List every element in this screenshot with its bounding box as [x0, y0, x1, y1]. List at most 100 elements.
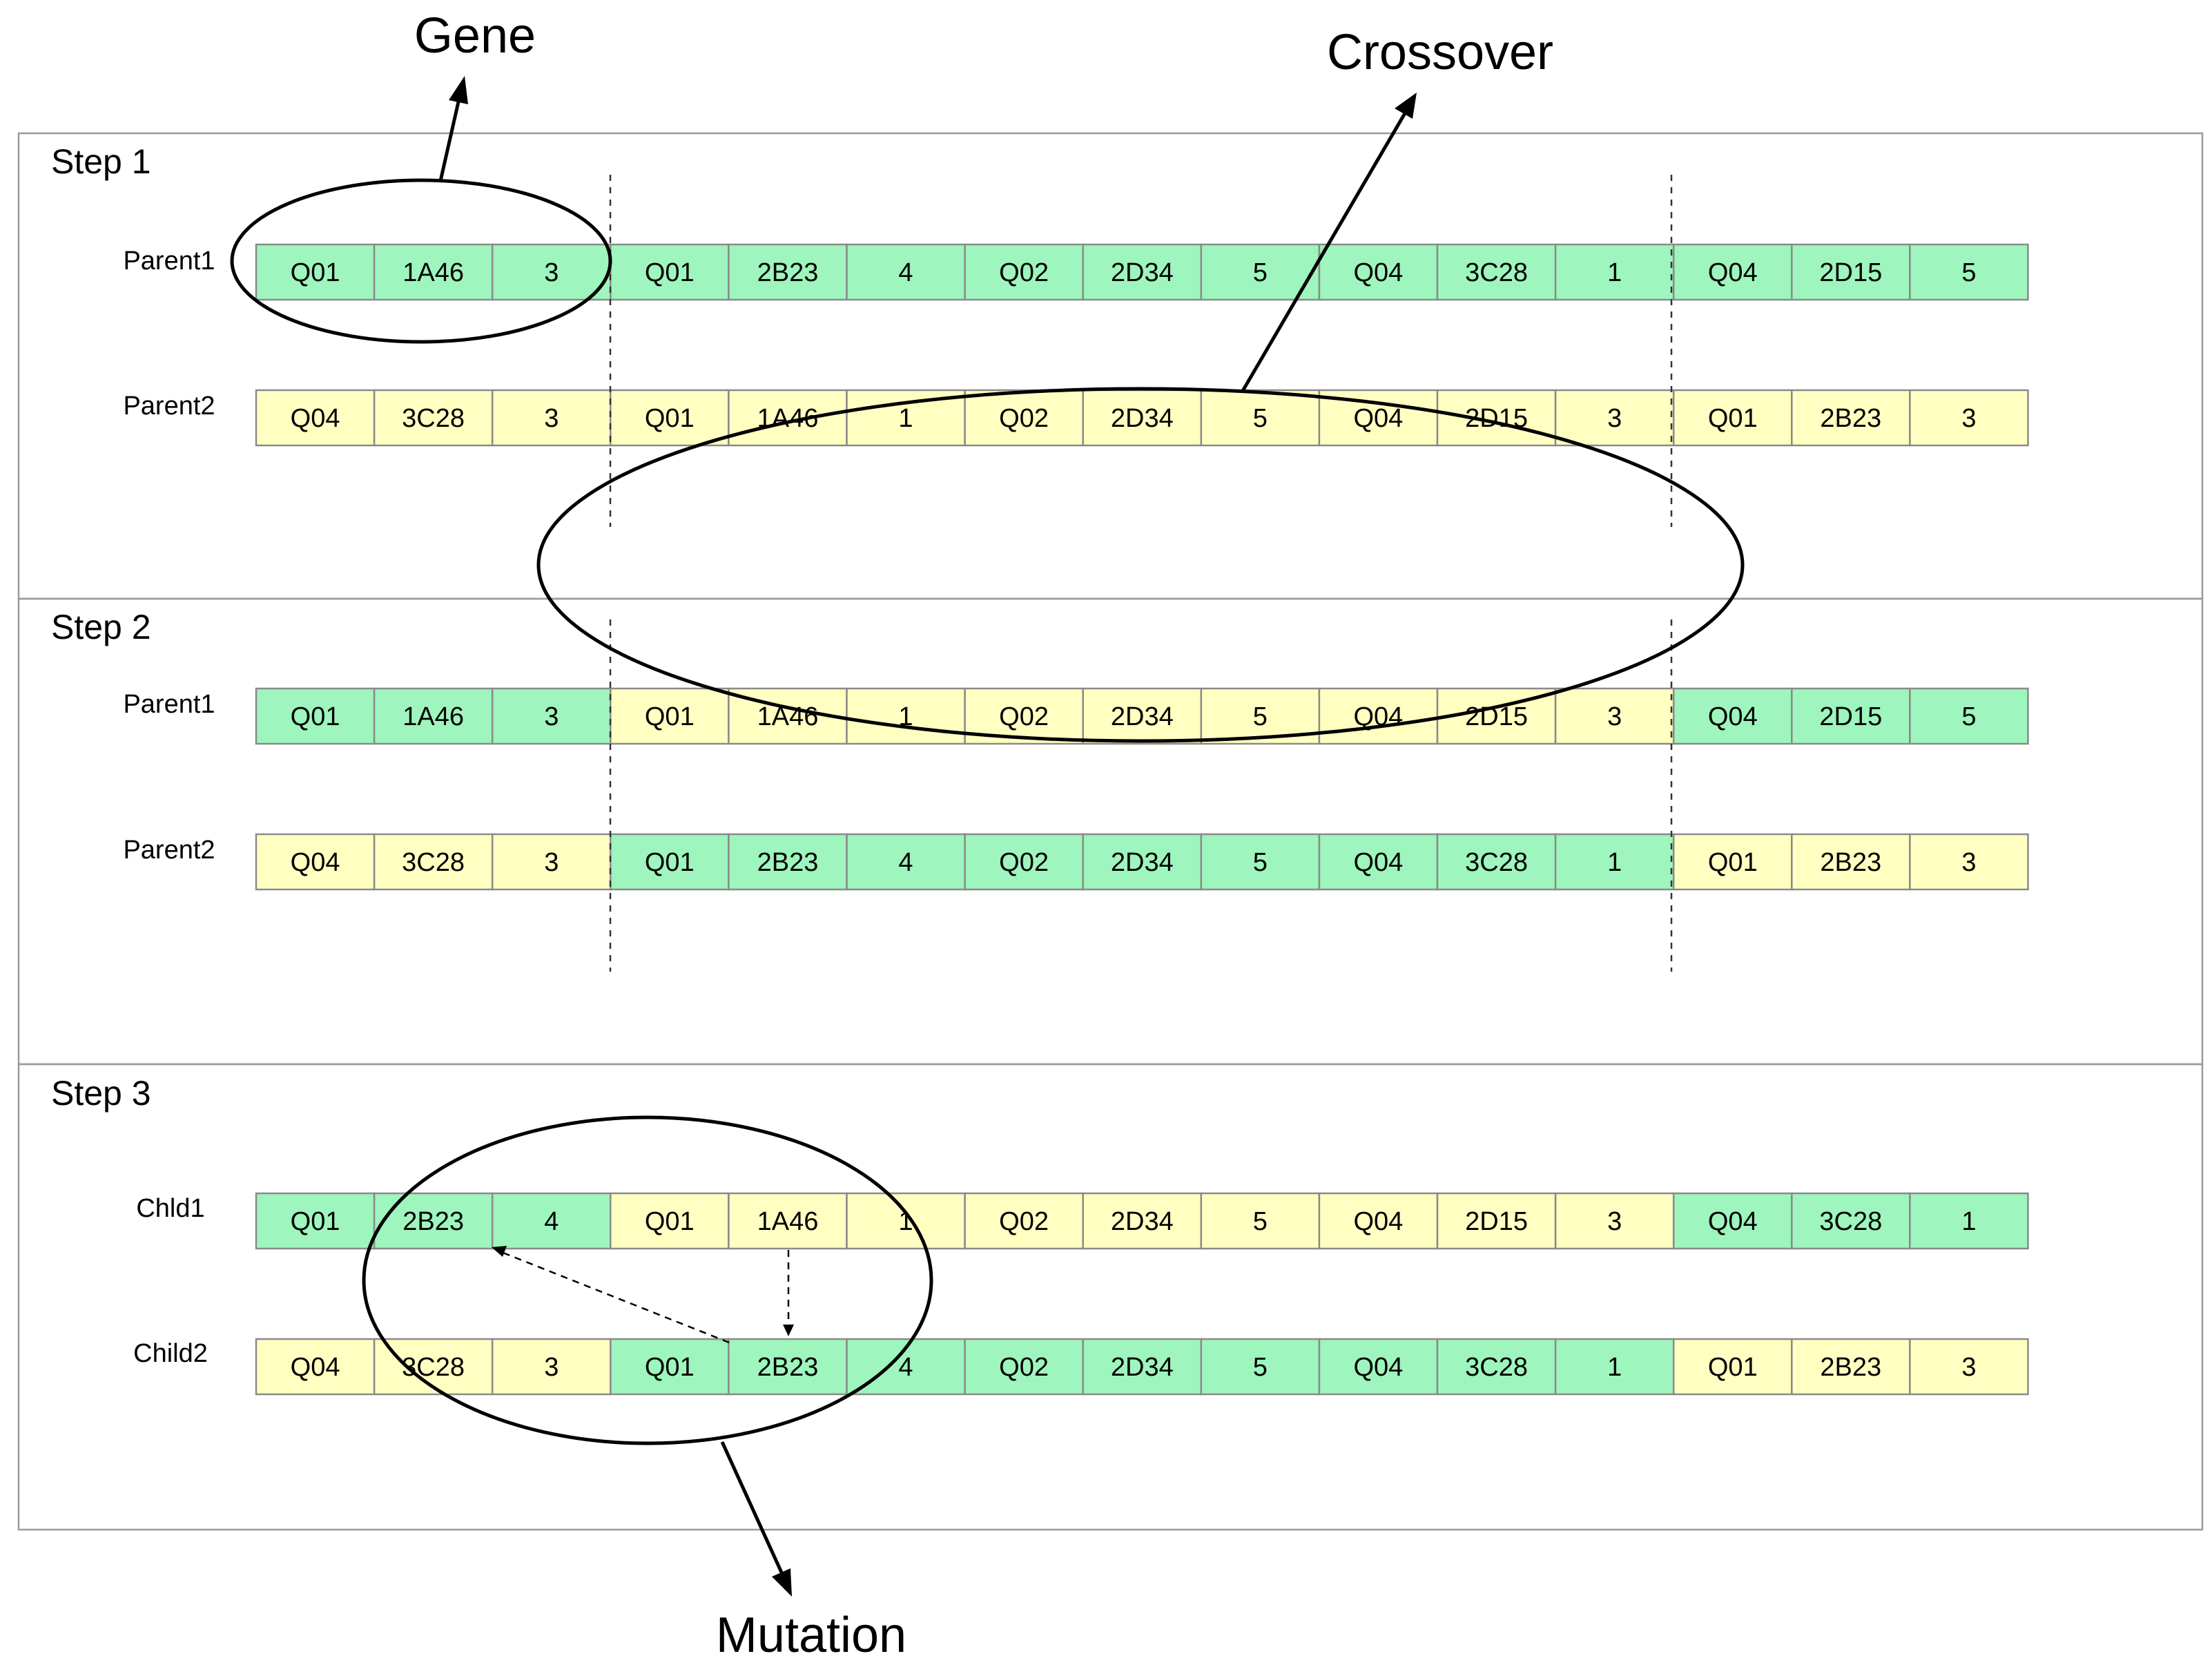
gene-cell-value: 3C28 — [402, 848, 465, 877]
gene-cell-value: 3C28 — [1465, 1353, 1528, 1382]
gene-cell-value: Q01 — [645, 702, 695, 731]
gene-cell — [1318, 833, 1439, 891]
gene-cell-value: Q01 — [291, 258, 340, 287]
gene-cell — [1672, 687, 1793, 745]
gene-cell — [1436, 833, 1557, 891]
gene-cell — [1436, 389, 1557, 447]
gene-cell-value: 1 — [1607, 848, 1622, 877]
gene-cell-value: 2B23 — [1820, 404, 1881, 433]
gene-cell-value: 2B23 — [757, 848, 819, 877]
gene-cell-value: Q01 — [645, 404, 695, 433]
gene-cell-value: 3 — [1961, 1353, 1976, 1382]
gene-cell-value: 1A46 — [402, 258, 464, 287]
gene-cell — [255, 1192, 376, 1250]
gene-cell — [964, 833, 1084, 891]
gene-cell-value: 3 — [1961, 404, 1976, 433]
gene-cell — [1082, 1338, 1203, 1396]
gene-cell-value: 1 — [898, 404, 913, 433]
gene-cell-value: 1 — [898, 1207, 913, 1236]
gene-cell — [255, 687, 376, 745]
gene-cell-value: 3 — [1961, 848, 1976, 877]
gene-cell-value: Q02 — [999, 404, 1049, 433]
crossover-arrow — [1241, 112, 1407, 392]
crossover-arrowhead — [1395, 93, 1417, 119]
gene-cell — [255, 389, 376, 447]
gene-cell-value: 5 — [1253, 404, 1268, 433]
gene-cell-value: Q04 — [1708, 258, 1758, 287]
gene-cell — [1554, 687, 1675, 745]
step2-row1-label: Parent1 — [123, 690, 215, 719]
crossover-ellipse — [536, 387, 1745, 743]
gene-cell — [610, 389, 730, 447]
gene-cell-value: 2D34 — [1111, 1353, 1174, 1382]
step3-row1-label: Chld1 — [136, 1194, 204, 1223]
gene-cell-value: 5 — [1253, 848, 1268, 877]
gene-cell-value: Q02 — [999, 848, 1049, 877]
gene-cell-value: 1A46 — [402, 702, 464, 731]
gene-cell-value: Q04 — [1353, 1207, 1403, 1236]
gene-cell-value: Q01 — [291, 702, 340, 731]
gene-cell-value: 2D34 — [1111, 702, 1174, 731]
gene-cell-value: 3C28 — [1465, 848, 1528, 877]
step2-panel — [17, 597, 2204, 1066]
gene-cell — [846, 833, 966, 891]
gene-cell — [1791, 1338, 1911, 1396]
gene-cell — [255, 833, 376, 891]
gene-cell-value: 2D15 — [1819, 258, 1882, 287]
gene-cell — [373, 687, 494, 745]
gene-cell — [964, 243, 1084, 301]
gene-cell-value: 3 — [1607, 702, 1622, 731]
gene-cell — [255, 1338, 376, 1396]
gene-cell-value: 2D34 — [1111, 404, 1174, 433]
gene-cell — [491, 687, 612, 745]
gene-cell — [1554, 389, 1675, 447]
gene-label: Gene — [414, 8, 536, 64]
gene-cell-value: 3 — [544, 702, 559, 731]
gene-cell-value: 4 — [898, 258, 913, 287]
crossover-separators — [609, 175, 1673, 972]
gene-cell — [1909, 243, 2029, 301]
gene-cell — [491, 243, 612, 301]
gene-cell — [1909, 1338, 2029, 1396]
step3-label: Step 3 — [51, 1074, 151, 1113]
gene-cell-value: 2B23 — [757, 258, 819, 287]
gene-cell-value: 4 — [544, 1207, 559, 1236]
gene-cell — [1791, 243, 1911, 301]
gene-cell-value: 1 — [898, 702, 913, 731]
gene-cell-value: 3 — [544, 258, 559, 287]
gene-cell — [1318, 687, 1439, 745]
gene-cell — [1082, 687, 1203, 745]
gene-cell — [1909, 1192, 2029, 1250]
gene-cell-value: Q01 — [645, 258, 695, 287]
gene-cell-value: 3 — [544, 404, 559, 433]
mutation-label: Mutation — [716, 1608, 906, 1663]
gene-cell-value: 5 — [1961, 702, 1976, 731]
gene-cell-value: 3C28 — [402, 404, 465, 433]
step1-row2-label: Parent2 — [123, 392, 215, 421]
gene-cell — [964, 687, 1084, 745]
gene-cell — [1672, 1192, 1793, 1250]
gene-cell-value: 3 — [544, 848, 559, 877]
gene-cell — [1082, 833, 1203, 891]
gene-cell-value: 5 — [1253, 1353, 1268, 1382]
gene-cell — [728, 389, 848, 447]
gene-cell-value: Q01 — [291, 1207, 340, 1236]
gene-cell — [373, 833, 494, 891]
gene-cell — [1554, 833, 1675, 891]
gene-cell-value: Q04 — [1353, 1353, 1403, 1382]
gene-cell-value: Q04 — [1353, 404, 1403, 433]
gene-cell — [491, 833, 612, 891]
gene-arrowhead — [449, 76, 468, 104]
gene-cell — [1318, 243, 1439, 301]
gene-cell-value: Q02 — [999, 1207, 1049, 1236]
gene-cell — [255, 243, 376, 301]
gene-cell — [1791, 833, 1911, 891]
gene-cell-value: 1 — [1607, 1353, 1622, 1382]
gene-ellipse — [230, 178, 612, 344]
gene-cell-value: Q01 — [1708, 848, 1758, 877]
gene-cell-value: Q01 — [1708, 404, 1758, 433]
gene-cell-value: Q01 — [645, 848, 695, 877]
gene-cell-value: Q01 — [645, 1353, 695, 1382]
step1-row1-label: Parent1 — [123, 247, 215, 276]
